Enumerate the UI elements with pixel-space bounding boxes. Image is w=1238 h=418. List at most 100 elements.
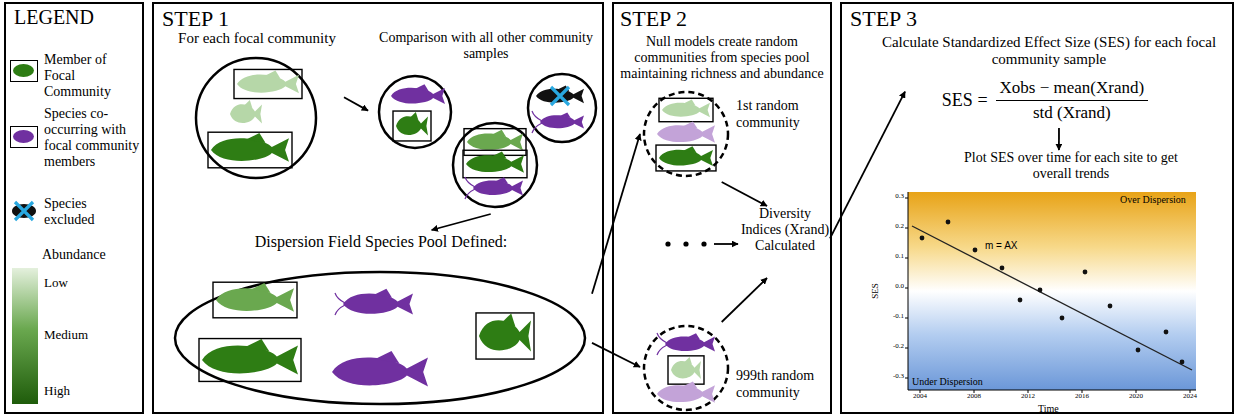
- tick-label: 2008: [962, 393, 986, 401]
- step-panel: STEP 2Null models create random communit…: [612, 2, 832, 414]
- label-box: 0.0: [884, 283, 904, 291]
- tick-label: 2020: [1124, 393, 1148, 401]
- legend-text: Member of Focal Community: [44, 52, 140, 100]
- fish-icon: [208, 132, 292, 168]
- random-community-circle: 999th random community: [640, 322, 830, 412]
- step-panel: STEP 3Calculate Standardized Effect Size…: [840, 2, 1234, 414]
- step-panel: STEP 1For each focal community Comparison…: [152, 2, 604, 414]
- tick-label: 0.0: [884, 283, 904, 291]
- flow-arrow: [592, 134, 640, 294]
- legend-swatch: [13, 130, 34, 143]
- fish-icon: [199, 339, 301, 382]
- community-circle: [196, 58, 316, 178]
- label-box: Under Dispersion: [912, 376, 983, 387]
- node-text: STEP 1: [162, 6, 594, 32]
- label-box: Abundance: [42, 247, 106, 262]
- label-box: -0.1: [884, 313, 904, 321]
- legend-text: Species co-occurring with focal communit…: [44, 106, 140, 170]
- legend-swatch-frame: [10, 126, 38, 148]
- label-box: 2020: [1124, 393, 1148, 401]
- node-text: Comparison with all other community samp…: [368, 26, 604, 62]
- fish-icon: [391, 84, 445, 104]
- community-circle: [644, 92, 728, 176]
- community-circle: [644, 326, 728, 410]
- comparison-samples: Comparison with all other community samp…: [368, 26, 604, 214]
- label-box: -0.2: [884, 343, 904, 351]
- flow-arrow: [722, 278, 767, 322]
- community-circle: [453, 123, 537, 207]
- legend-heading: Abundance: [42, 247, 106, 262]
- fish-icon: [656, 145, 716, 171]
- fish-icon: [657, 381, 715, 402]
- legend-swatch: [13, 64, 34, 77]
- label-box: 0.3: [884, 193, 904, 201]
- fish-icon: [393, 111, 431, 141]
- node-text: Diversity Indices (Xrand) Calculated: [740, 206, 830, 254]
- node-text: Dispersion Field Species Pool Defined:: [170, 230, 592, 251]
- chart-annotation: Over Dispersion: [1120, 194, 1186, 205]
- label-box: 2012: [1016, 393, 1040, 401]
- plot-step: Plot SES over time for each site to get …: [950, 150, 1192, 188]
- flow-arrow: [592, 343, 640, 367]
- node-text: Plot SES over time for each site to get …: [950, 150, 1192, 182]
- fish-icon: [465, 177, 523, 199]
- node-text: std (Xrand): [1033, 101, 1111, 123]
- chart-annotation: Under Dispersion: [912, 376, 983, 387]
- pool-ellipse: [175, 272, 585, 404]
- step-heading: STEP 3: [850, 6, 1224, 32]
- fish-icon: [668, 356, 704, 384]
- fish-icon: [332, 351, 428, 386]
- fish-icon: [335, 289, 413, 315]
- scale-label: Medium: [44, 328, 88, 342]
- tick-label: 0.2: [884, 223, 904, 231]
- legend-swatch-frame: [10, 60, 38, 82]
- fish-icon: [476, 313, 534, 359]
- label-box: 2024: [1178, 393, 1202, 401]
- flow-arrow: [432, 214, 491, 230]
- label-box: 2004: [908, 393, 932, 401]
- fish-icon: [657, 333, 715, 355]
- label-box: 0.1: [884, 253, 904, 261]
- ses-trend-chart: [905, 192, 1196, 393]
- fish-icon: [532, 111, 584, 133]
- fish-icon: [536, 86, 584, 105]
- node-text: For each focal community: [170, 28, 344, 47]
- legend-text: Species excluded: [44, 196, 140, 228]
- focal-community-circle: For each focal community: [170, 28, 344, 182]
- fish-icon: [464, 129, 526, 156]
- tick-label: 2004: [908, 393, 932, 401]
- tick-label: -0.3: [884, 373, 904, 381]
- label-box: 2008: [962, 393, 986, 401]
- fraction: Xobs − mean(Xrand)std (Xrand): [996, 78, 1149, 123]
- ses-formula: SES = Xobs − mean(Xrand)std (Xrand): [905, 72, 1185, 128]
- label-box: -0.3: [884, 373, 904, 381]
- legend-title: LEGEND: [14, 6, 94, 28]
- flow-arrow: [722, 182, 767, 206]
- fish-icon: [657, 121, 715, 142]
- fish-icon: [230, 100, 262, 124]
- tick-label: 0.3: [884, 193, 904, 201]
- tick-label: -0.1: [884, 313, 904, 321]
- label-box: LEGEND: [14, 6, 94, 28]
- axis-title: SES: [871, 283, 881, 299]
- scale-label: Low: [44, 276, 68, 290]
- fish-icon: [463, 150, 527, 177]
- label-box: Over Dispersion: [1120, 194, 1186, 205]
- diversity-indices-step: Diversity Indices (Xrand) Calculated: [740, 206, 830, 278]
- label-box: Low: [44, 276, 68, 290]
- fish-icon: [213, 282, 297, 318]
- tick-label: 2016: [1070, 393, 1094, 401]
- label-box: 2016: [1070, 393, 1094, 401]
- slope-label: m = AX: [985, 240, 1018, 251]
- label-box: Medium: [44, 328, 88, 342]
- node-text: SES =: [942, 90, 988, 111]
- step-heading: STEP 2: [620, 6, 824, 32]
- label-box: 0.2: [884, 223, 904, 231]
- abundance-scale: [12, 268, 38, 404]
- flow-arrow: [344, 97, 368, 110]
- legend-entry: Member of Focal Community: [10, 52, 140, 100]
- label-box: High: [44, 384, 70, 398]
- flow-arrow: [1058, 128, 1060, 150]
- excluded-symbol: [10, 198, 38, 224]
- random-community-circle: 1st random community: [640, 86, 830, 182]
